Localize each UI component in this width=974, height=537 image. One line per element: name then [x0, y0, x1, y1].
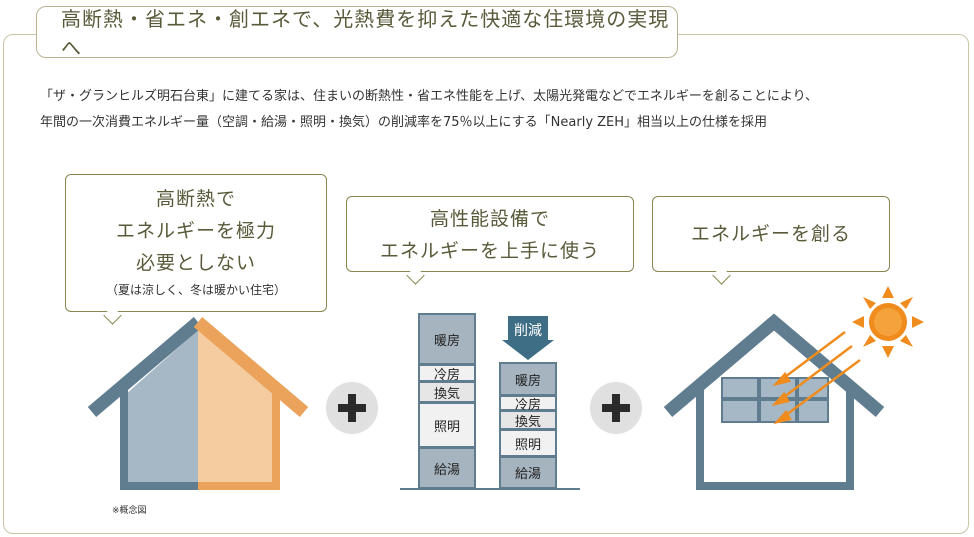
page-title: 高断熱・省エネ・創エネで、光熱費を抑えた快適な住環境の実現へ	[36, 6, 678, 60]
intro-text: 「ザ・グランヒルズ明石台東」に建てる家は、住まいの断熱性・省エネ性能を上げ、太陽…	[40, 84, 940, 136]
equipment-line-1: 高性能設備で	[429, 208, 550, 230]
before-lighting: 照明	[418, 402, 476, 448]
plus-icon	[590, 382, 642, 434]
sun-icon	[852, 286, 924, 358]
generation-line-1: エネルギーを創る	[690, 223, 851, 245]
insulation-line-3: 必要としない	[135, 252, 256, 274]
insulation-bubble: 高断熱で エネルギーを極力 必要としない （夏は涼しく、冬は暖かい住宅）	[65, 174, 327, 325]
concept-note: ※概念図	[112, 506, 147, 516]
down-arrow-icon: 削減	[502, 316, 554, 360]
page-title-text: 高断熱・省エネ・創エネで、光熱費を抑えた快適な住環境の実現へ	[61, 7, 670, 60]
before-hot-water: 給湯	[418, 447, 476, 489]
insulation-sub: （夏は涼しく、冬は暖かい住宅）	[105, 283, 286, 297]
intro-line-2: 年間の一次消費エネルギー量（空調・給湯・照明・換気）の削減率を75％以上にする「…	[40, 115, 768, 130]
insulation-line-1: 高断熱で	[155, 188, 236, 210]
insulation-line-2: エネルギーを極力	[115, 220, 276, 242]
equipment-bubble: 高性能設備で エネルギーを上手に使う	[346, 196, 634, 285]
intro-line-1: 「ザ・グランヒルズ明石台東」に建てる家は、住まいの断熱性・省エネ性能を上げ、太陽…	[40, 89, 819, 104]
equipment-line-2: エネルギーを上手に使う	[379, 240, 600, 262]
sunlight-arrows	[771, 331, 861, 425]
after-hot-water: 給湯	[499, 456, 557, 489]
generation-bubble: エネルギーを創る	[652, 196, 890, 285]
reduction-label: 削減	[514, 322, 542, 339]
plus-icon	[326, 382, 378, 434]
